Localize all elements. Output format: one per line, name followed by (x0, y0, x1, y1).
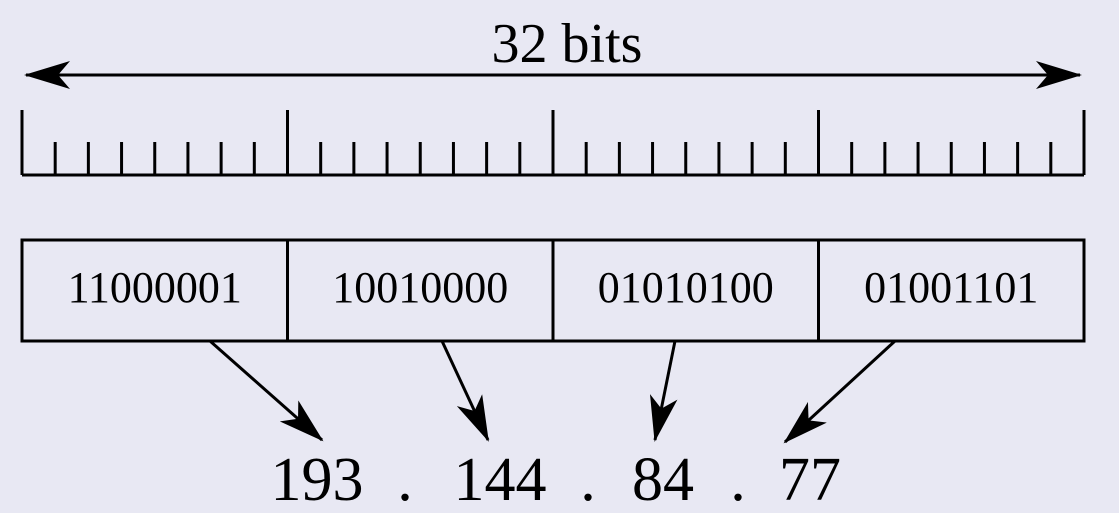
dot-separator: . (730, 446, 746, 513)
octet-boxes: 11000001 10010000 01010100 01001101 (20, 238, 1086, 343)
octet-decimal: 84 (632, 446, 694, 513)
conversion-arrows (209, 339, 897, 444)
octet-binary: 01010100 (598, 263, 774, 312)
octet-decimal: 193 (271, 446, 364, 513)
width-label: 32 bits (492, 13, 643, 75)
conversion-arrow (209, 339, 324, 442)
conversion-arrow (783, 339, 897, 444)
octet-box (817, 238, 1086, 343)
octet-decimal: 77 (779, 446, 841, 513)
conversion-arrow (649, 340, 678, 442)
conversion-arrow (440, 340, 490, 442)
decimal-address: 193 144 84 77... (271, 446, 842, 513)
dot-separator: . (397, 446, 413, 513)
octet-binary: 01001101 (864, 263, 1038, 312)
dot-separator: . (580, 446, 596, 513)
octet-binary: 11000001 (68, 263, 242, 312)
octet-binary: 10010000 (332, 263, 508, 312)
bit-ruler (20, 110, 1086, 177)
octet-decimal: 144 (454, 446, 547, 513)
